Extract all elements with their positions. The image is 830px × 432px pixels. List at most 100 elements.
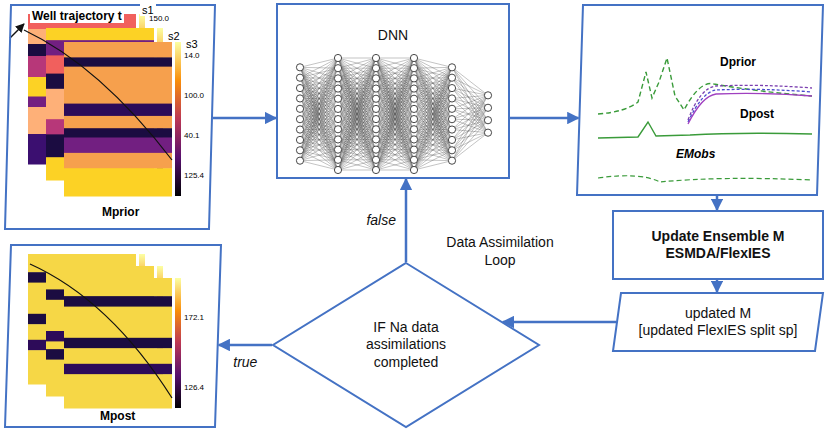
network-link bbox=[376, 89, 414, 170]
layer-band bbox=[64, 128, 172, 138]
network-link bbox=[338, 58, 376, 99]
network-link bbox=[452, 95, 488, 98]
network-link bbox=[338, 58, 376, 150]
well-trajectory bbox=[30, 264, 172, 398]
neuron bbox=[334, 146, 341, 153]
neuron bbox=[484, 104, 491, 111]
network-link bbox=[376, 139, 414, 170]
network-link bbox=[338, 58, 376, 68]
network-link bbox=[300, 150, 338, 170]
data-parallelogram: updated M[updated FlexIES split sp] bbox=[612, 292, 824, 352]
network-link bbox=[338, 58, 376, 68]
network-link bbox=[376, 119, 414, 170]
network-link bbox=[300, 78, 338, 140]
network-link bbox=[452, 95, 488, 150]
node-text: 14.0 bbox=[184, 52, 200, 61]
network-link bbox=[300, 161, 338, 170]
network-link bbox=[414, 78, 452, 160]
network-link bbox=[338, 58, 376, 59]
network-link bbox=[300, 130, 338, 160]
network-link bbox=[338, 78, 376, 170]
network-link bbox=[376, 58, 414, 150]
network-link bbox=[300, 88, 338, 139]
neuron bbox=[448, 95, 455, 102]
network-link bbox=[338, 129, 376, 170]
network-link bbox=[338, 139, 376, 170]
network-link bbox=[300, 98, 338, 149]
neuron bbox=[372, 65, 379, 72]
node-text: 125.4 bbox=[184, 172, 204, 181]
neuron bbox=[296, 84, 303, 91]
prior-curve bbox=[598, 176, 812, 182]
data-panel: DpriorDpostEMobs bbox=[576, 4, 824, 196]
loop-label: Data Assimilation Loop bbox=[440, 234, 560, 269]
network-link bbox=[338, 58, 376, 119]
neuron bbox=[410, 126, 417, 133]
network-link bbox=[300, 119, 338, 161]
neuron bbox=[372, 166, 379, 173]
layer-band bbox=[64, 42, 172, 58]
edge-label: false bbox=[364, 213, 398, 228]
observed-curve bbox=[688, 93, 812, 124]
network-link bbox=[300, 67, 338, 149]
neuron bbox=[334, 54, 341, 61]
neuron bbox=[334, 126, 341, 133]
network-link bbox=[338, 58, 376, 99]
neuron bbox=[372, 54, 379, 61]
node-text: Well trajectory t bbox=[30, 10, 124, 23]
network-link bbox=[300, 58, 338, 161]
neuron bbox=[296, 157, 303, 164]
network-link bbox=[376, 58, 414, 68]
neuron bbox=[410, 156, 417, 163]
network-link bbox=[414, 68, 452, 119]
posterior-ensemble-panel: 172.1126.4Mpost bbox=[4, 244, 222, 428]
network-link bbox=[414, 78, 452, 129]
node-text: EMobs bbox=[676, 148, 715, 161]
network-link bbox=[414, 119, 452, 170]
neuron bbox=[410, 85, 417, 92]
network-link bbox=[338, 119, 376, 170]
neuron bbox=[484, 129, 491, 136]
outline bbox=[5, 5, 215, 229]
connector-arrow bbox=[510, 117, 578, 120]
network-link bbox=[338, 109, 376, 170]
neuron bbox=[334, 85, 341, 92]
connector-arrow bbox=[405, 179, 408, 262]
node-text: Mprior bbox=[102, 206, 139, 219]
layer-band bbox=[64, 348, 172, 364]
network-link bbox=[300, 98, 338, 119]
network-link bbox=[300, 58, 338, 109]
network-link bbox=[300, 99, 338, 161]
node-text: 150.0 bbox=[147, 15, 171, 24]
network-link bbox=[338, 58, 376, 139]
network-link bbox=[452, 95, 488, 160]
node-text: [updated FlexIES split sp] bbox=[639, 322, 798, 340]
neuron bbox=[296, 74, 303, 81]
layer-band bbox=[64, 296, 172, 307]
network-link bbox=[376, 58, 414, 129]
network-link bbox=[338, 58, 376, 139]
network-link bbox=[300, 88, 338, 109]
network-link bbox=[452, 108, 488, 151]
network-link bbox=[414, 67, 452, 69]
network-link bbox=[300, 140, 338, 170]
layer-band bbox=[64, 153, 172, 169]
neuron bbox=[410, 75, 417, 82]
node-text: Dpost bbox=[740, 108, 774, 121]
process-box: Update Ensemble M ESMDA/FlexIES bbox=[612, 210, 824, 280]
neuron bbox=[448, 136, 455, 143]
network-link bbox=[338, 58, 376, 170]
data-chart bbox=[598, 58, 812, 182]
network-link bbox=[452, 133, 488, 161]
layer-band bbox=[64, 116, 172, 129]
node-text: updated M bbox=[685, 305, 751, 323]
network-link bbox=[300, 129, 338, 160]
edge-label: true bbox=[231, 355, 259, 370]
neuron bbox=[410, 65, 417, 72]
network-link bbox=[338, 160, 376, 170]
network-link bbox=[414, 99, 452, 161]
network-link bbox=[414, 140, 452, 170]
outline bbox=[577, 5, 823, 195]
network-link bbox=[452, 88, 488, 95]
